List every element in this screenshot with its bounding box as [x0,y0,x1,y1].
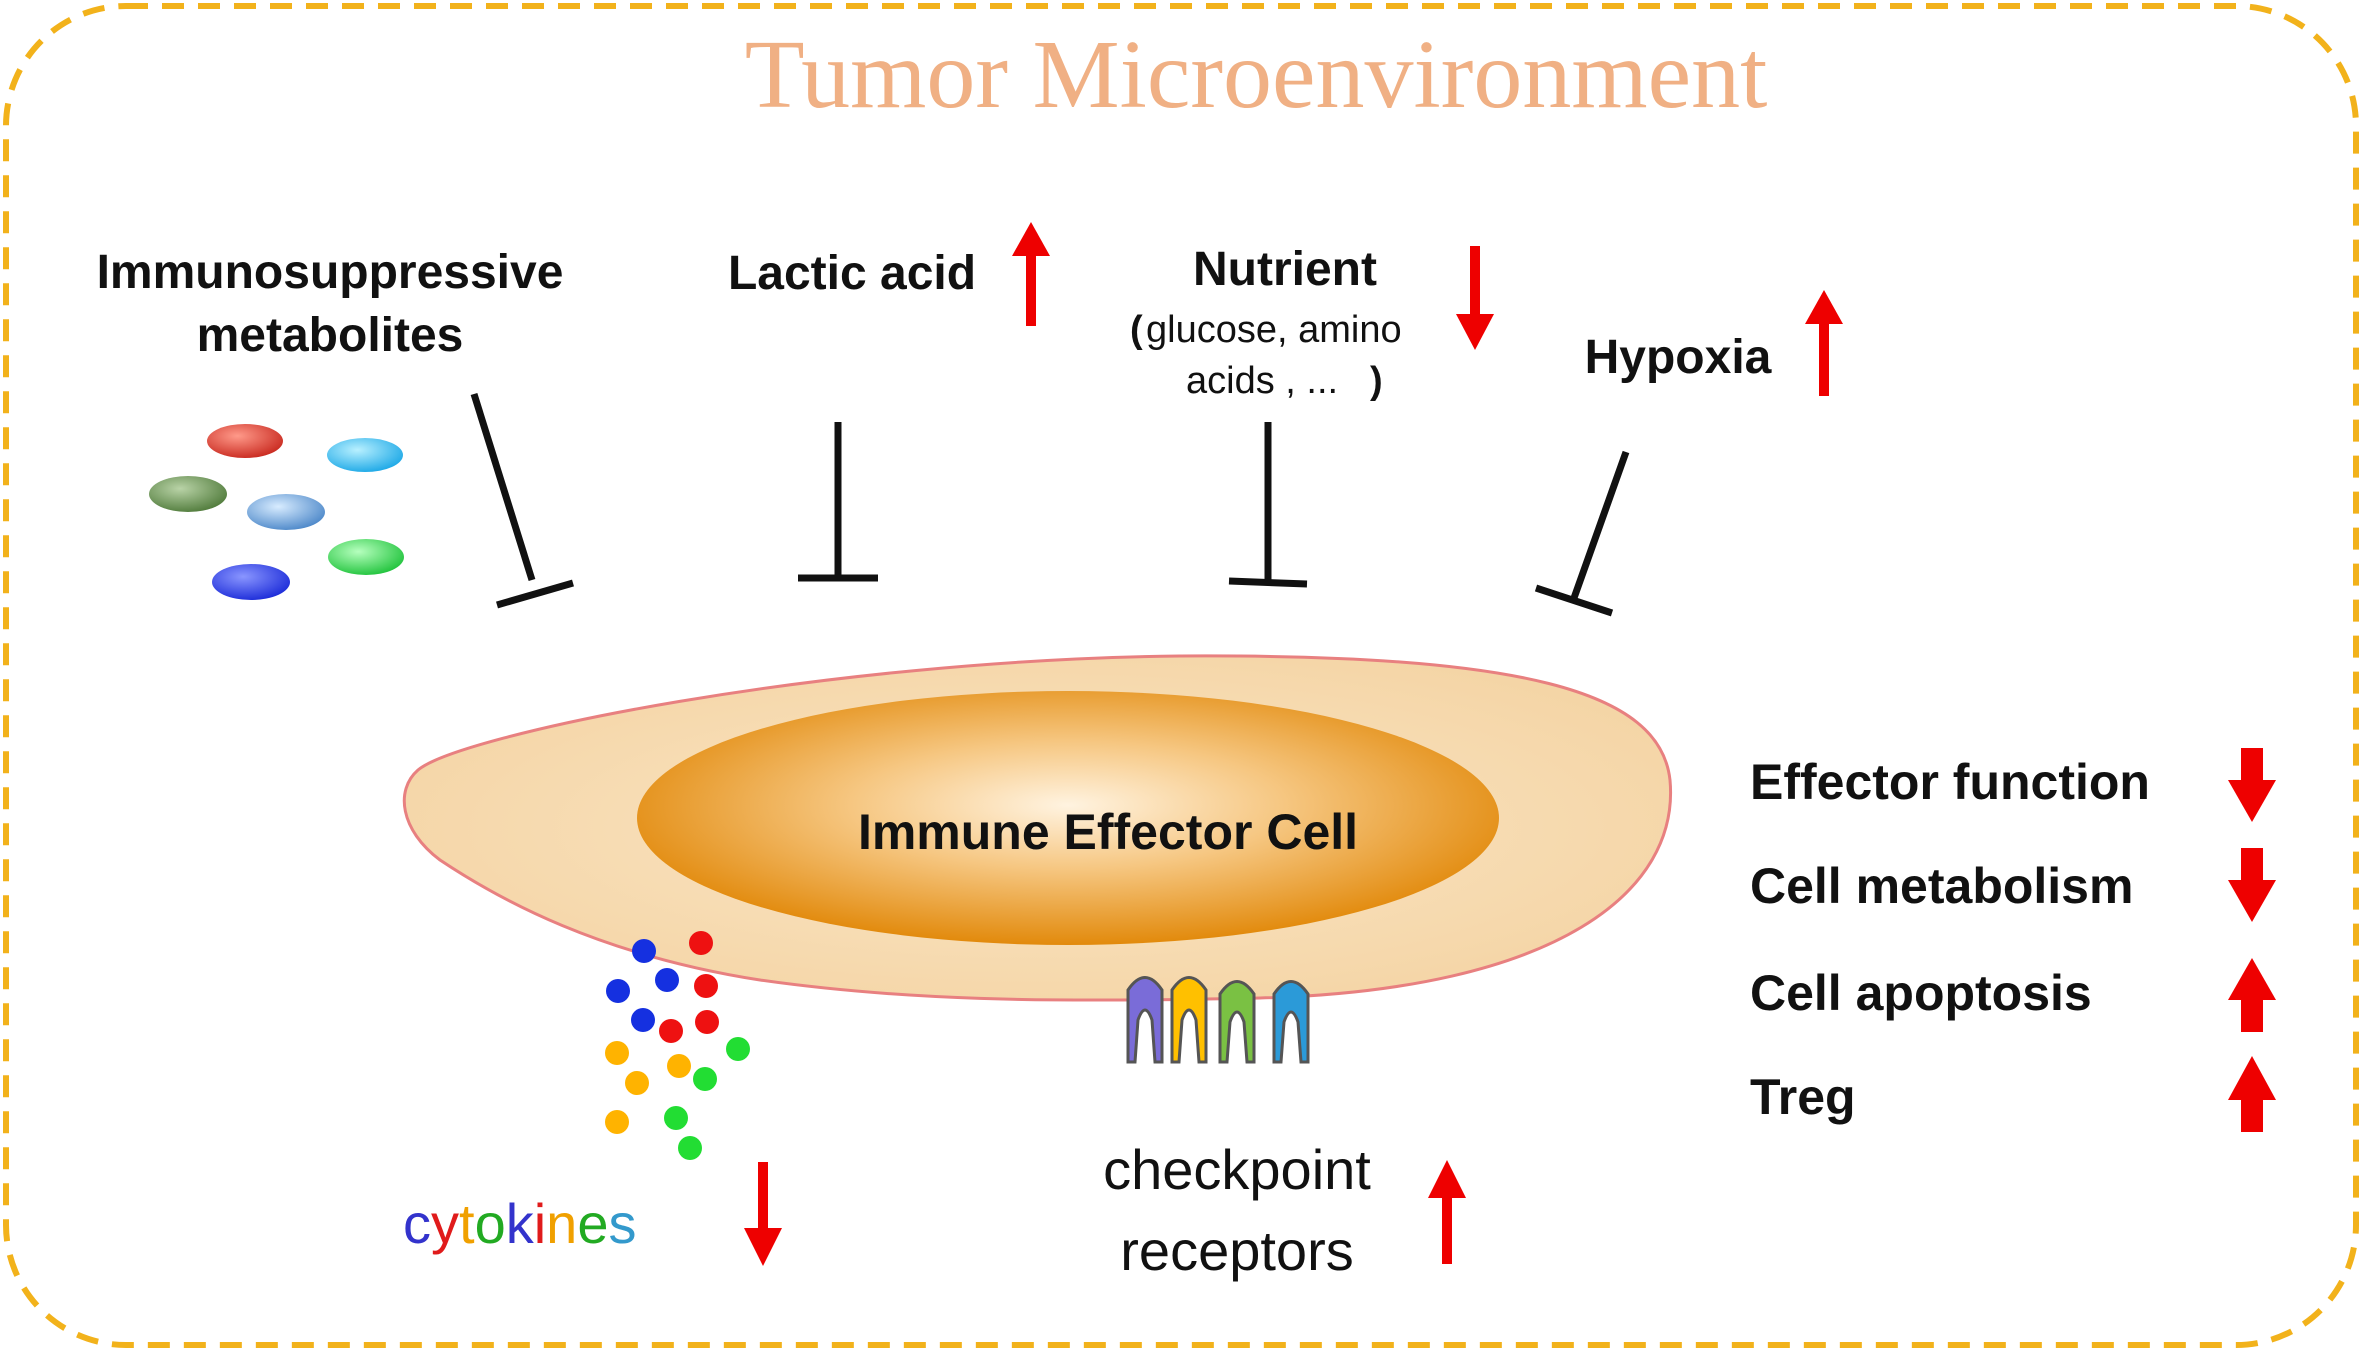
metabolite-oval-green [328,539,404,575]
frame-border [3,3,2359,1348]
cytokines-letter: s [608,1192,636,1255]
cytokine-dot [694,974,718,998]
effector-function-down-arrow [2228,748,2276,822]
cytokine-dot [667,1054,691,1078]
outcome-treg: Treg [1750,1069,1856,1125]
inhibitor-hypoxia [1534,450,1630,617]
outcome-effector-function: Effector function [1750,754,2150,810]
metabolite-oval-olive [149,476,227,512]
cell-label: Immune Effector Cell [858,804,1358,860]
inhibitor-nutrient [1228,422,1308,588]
checkpoint-up-arrow [1428,1160,1466,1264]
cytokine-dot [606,979,630,1003]
lactic-acid-up-arrow [1012,222,1050,326]
checkpoint-label-line2: receptors [1120,1219,1353,1282]
nutrient-detail-close: ) [1370,360,1383,402]
cell-apoptosis-up-arrow [2228,958,2276,1032]
receptor-yellow [1170,976,1208,1064]
outcome-cell-apoptosis: Cell apoptosis [1750,965,2092,1021]
nutrient-detail-line2: acids , ... [1186,360,1338,402]
cell-nucleus [637,691,1499,945]
hypoxia-up-arrow [1805,290,1843,396]
lactic-acid-label: Lactic acid [728,247,976,300]
cytokine-dot [664,1106,688,1130]
cytokine-dot [605,1041,629,1065]
diagram-title: Tumor Microenvironment [745,21,1768,129]
cytokines-letter: e [577,1192,608,1255]
nutrient-detail-open: ( [1130,309,1143,351]
treg-up-arrow [2228,1056,2276,1132]
cytokine-dot [655,968,679,992]
cytokine-dot [632,939,656,963]
cytokine-dot [631,1008,655,1032]
cytokines-label: cytokines [403,1192,636,1255]
cytokine-dot [726,1037,750,1061]
receptor-green [1218,980,1256,1064]
cytokine-dot [605,1110,629,1134]
cytokine-dot [678,1136,702,1160]
hypoxia-label: Hypoxia [1585,331,1772,384]
inhibitor-lactic-acid [798,422,878,582]
checkpoint-label-line1: checkpoint [1103,1138,1371,1201]
metabolite-ovals [149,424,404,600]
cytokine-dot [625,1071,649,1095]
cytokine-dot [689,931,713,955]
nutrient-label: Nutrient [1193,243,1377,296]
cytokine-dots [605,931,750,1160]
cytokines-down-arrow [744,1162,782,1266]
metabolite-oval-blue [212,564,290,600]
cytokines-letter: c [403,1192,431,1255]
inhibitor-immunosuppressive [470,392,574,609]
cytokine-dot [693,1067,717,1091]
cytokine-dot [659,1019,683,1043]
checkpoint-receptors [1126,976,1310,1064]
nutrient-detail-line1: glucose, amino [1146,309,1402,351]
cytokine-dot [695,1010,719,1034]
outcomes-list: Effector function Cell metabolism Cell a… [1750,748,2276,1132]
outcome-cell-metabolism: Cell metabolism [1750,858,2133,914]
cytokines-letter: i [534,1192,546,1255]
metabolite-oval-steel [247,494,325,530]
immunosuppressive-label-line1: Immunosuppressive [97,246,564,299]
cytokines-letter: t [459,1192,475,1255]
receptor-purple [1126,976,1164,1064]
cell-metabolism-down-arrow [2228,848,2276,922]
metabolite-oval-red [207,424,283,458]
cytokines-letter: o [475,1192,506,1255]
nutrient-down-arrow [1456,246,1494,350]
cytokines-letter: k [506,1192,535,1255]
cytokines-letter: y [431,1192,459,1255]
immunosuppressive-label-line2: metabolites [197,309,464,362]
metabolite-oval-cyan [327,438,403,472]
cytokines-letter: n [546,1192,577,1255]
receptor-blue [1272,980,1310,1064]
